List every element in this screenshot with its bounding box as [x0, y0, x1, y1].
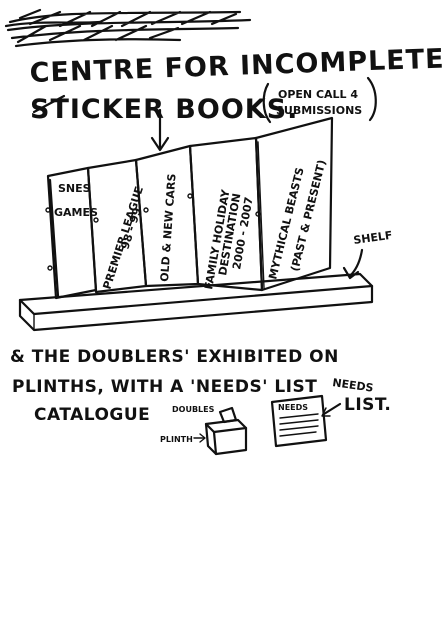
bubble-brackets [262, 76, 377, 124]
plinth-doubles-label: DOUBLES [172, 405, 215, 414]
book-cars-line-1: OLD & NEW CARS [158, 173, 179, 282]
arrow-to-books [150, 108, 170, 152]
shelf [18, 272, 374, 332]
open-call-line-2: SUBMISSIONS [276, 104, 362, 117]
book-snes: SNES GAMES [46, 166, 98, 300]
caption-line-1: & THE DOUBLERS' EXHIBITED ON [10, 347, 339, 367]
scribble-heading [4, 8, 252, 48]
needs-list-header: NEEDS [278, 403, 308, 412]
book-mythical-beasts: MYTHICAL BEASTS (PAST & PRESENT) [254, 116, 334, 292]
plinth-label: PLINTH [160, 435, 193, 444]
open-call-line-1: OPEN CALL 4 [278, 88, 358, 101]
plinth-sketch: DOUBLES PLINTH [160, 405, 248, 456]
needs-list-label-line-2: LIST. [344, 395, 391, 415]
book-old-new-cars: OLD & NEW CARS [134, 144, 200, 288]
title: CENTRE FOR INCOMPLETE STICKER BOOKS. [29, 44, 444, 125]
shelf-label: SHELF [353, 229, 394, 247]
caption: & THE DOUBLERS' EXHIBITED ON PLINTHS, WI… [10, 347, 339, 425]
shelf-annotation: SHELF [342, 229, 394, 280]
caption-line-3: CATALOGUE [34, 405, 150, 425]
title-line-1: CENTRE FOR INCOMPLETE [29, 44, 444, 89]
book-snes-line-1: SNES [58, 182, 91, 195]
caption-line-2: PLINTHS, WITH A 'NEEDS' LIST [12, 377, 317, 397]
book-snes-line-2: GAMES [54, 206, 98, 219]
open-call-bubble: OPEN CALL 4 SUBMISSIONS [262, 76, 377, 124]
needs-list-sketch: NEEDS NEEDS LIST. [270, 376, 391, 448]
title-line-2: STICKER BOOKS. [30, 94, 298, 125]
doubles-item [218, 406, 238, 424]
strike-mark [32, 94, 66, 114]
book-family-holiday: FAMILY HOLIDAY DESTINATION 2000 - 2007 [188, 136, 264, 292]
sticker-books: SNES GAMES PREMIER LEAGUE 98 - 99 OLD & … [45, 116, 334, 300]
binder-marks [45, 193, 261, 271]
needs-list-label-line-1: NEEDS [332, 376, 375, 395]
